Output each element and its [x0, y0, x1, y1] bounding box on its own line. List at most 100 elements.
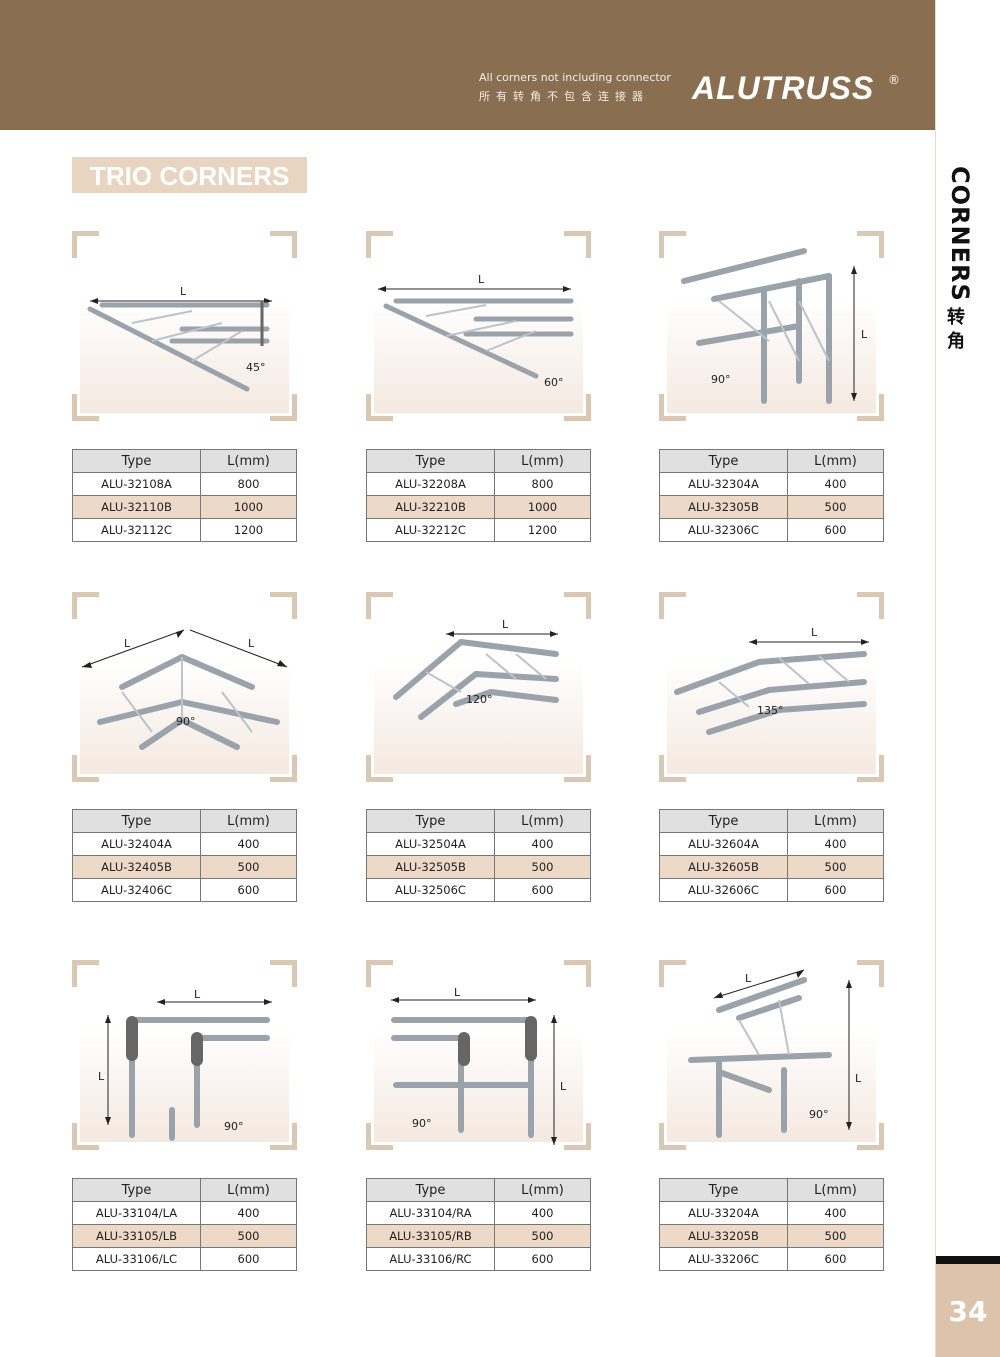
- type-column-header: Type: [659, 1178, 788, 1202]
- length-cell: 800: [494, 472, 591, 496]
- frame-corner: [659, 592, 686, 619]
- truss-corner-drawing: L 90°: [681, 248, 868, 404]
- length-label: L: [855, 1072, 862, 1085]
- length-cell: 400: [787, 1201, 884, 1225]
- type-column-header: Type: [659, 809, 788, 833]
- length-cell: 500: [787, 1224, 884, 1248]
- length-label: L: [248, 637, 255, 650]
- type-column-header: Type: [366, 449, 495, 473]
- frame-corner: [564, 755, 591, 782]
- type-column-header: Type: [659, 449, 788, 473]
- length-label: L: [745, 972, 752, 985]
- length-cell: 600: [787, 878, 884, 902]
- type-cell: ALU-32604A: [659, 832, 788, 856]
- type-cell: ALU-32606C: [659, 878, 788, 902]
- angle-label: 135°: [757, 704, 784, 717]
- frame-corner: [72, 592, 99, 619]
- length-cell: 600: [787, 1247, 884, 1271]
- length-cell: 600: [494, 878, 591, 902]
- type-cell: ALU-33106/LC: [72, 1247, 201, 1271]
- frame-corner: [366, 592, 393, 619]
- truss-corner-drawing: L L 90°: [688, 969, 862, 1138]
- frame-corner: [857, 394, 884, 421]
- type-column-header: Type: [72, 449, 201, 473]
- truss-corner-drawing: L L 90°: [391, 986, 567, 1145]
- length-cell: 1000: [494, 495, 591, 519]
- length-column-header: L(mm): [787, 1178, 884, 1202]
- length-column-header: L(mm): [494, 809, 591, 833]
- frame-corner: [270, 755, 297, 782]
- length-cell: 400: [200, 832, 297, 856]
- length-label: L: [180, 285, 187, 298]
- angle-label: 90°: [412, 1117, 432, 1130]
- type-cell: ALU-32110B: [72, 495, 201, 519]
- length-cell: 600: [200, 1247, 297, 1271]
- brand-logo: ALUTRUSS: [692, 70, 875, 106]
- type-cell: ALU-33206C: [659, 1247, 788, 1271]
- registered-mark: ®: [888, 73, 900, 87]
- length-label: L: [454, 986, 461, 999]
- illustration-background: [374, 239, 583, 413]
- length-label: L: [478, 273, 485, 286]
- length-column-header: L(mm): [200, 449, 297, 473]
- type-cell: ALU-33105/LB: [72, 1224, 201, 1248]
- angle-label: 90°: [809, 1108, 829, 1121]
- length-cell: 500: [200, 855, 297, 879]
- frame-corner: [270, 394, 297, 421]
- length-cell: 600: [787, 518, 884, 542]
- frame-corner: [366, 394, 393, 421]
- type-cell: ALU-32305B: [659, 495, 788, 519]
- frame-corner: [857, 755, 884, 782]
- product-illustration: L 90°: [659, 231, 884, 421]
- frame-corner: [366, 231, 393, 258]
- page-number-box: [936, 1264, 1000, 1357]
- length-cell: 1000: [200, 495, 297, 519]
- type-cell: ALU-33104/LA: [72, 1201, 201, 1225]
- frame-corner: [72, 394, 99, 421]
- type-column-header: Type: [366, 1178, 495, 1202]
- length-cell: 500: [494, 855, 591, 879]
- header-band: [0, 0, 935, 130]
- length-cell: 500: [787, 495, 884, 519]
- length-label: L: [502, 618, 509, 631]
- section-title: TRIO CORNERS: [72, 157, 307, 193]
- sidebar-title: CORNERS: [946, 166, 974, 302]
- type-cell: ALU-32304A: [659, 472, 788, 496]
- illustration-background: [667, 239, 876, 413]
- type-cell: ALU-32108A: [72, 472, 201, 496]
- type-cell: ALU-33204A: [659, 1201, 788, 1225]
- frame-corner: [659, 755, 686, 782]
- product-illustration: L L 90°: [366, 960, 591, 1150]
- length-cell: 400: [200, 1201, 297, 1225]
- frame-corner: [659, 231, 686, 258]
- frame-corner: [72, 960, 99, 987]
- length-cell: 400: [494, 1201, 591, 1225]
- length-cell: 500: [494, 1224, 591, 1248]
- length-label: L: [194, 988, 201, 1001]
- frame-corner: [857, 592, 884, 619]
- type-cell: ALU-32208A: [366, 472, 495, 496]
- frame-corner: [857, 231, 884, 258]
- angle-label: 90°: [711, 373, 731, 386]
- truss-corner-drawing: L 120°: [393, 618, 559, 720]
